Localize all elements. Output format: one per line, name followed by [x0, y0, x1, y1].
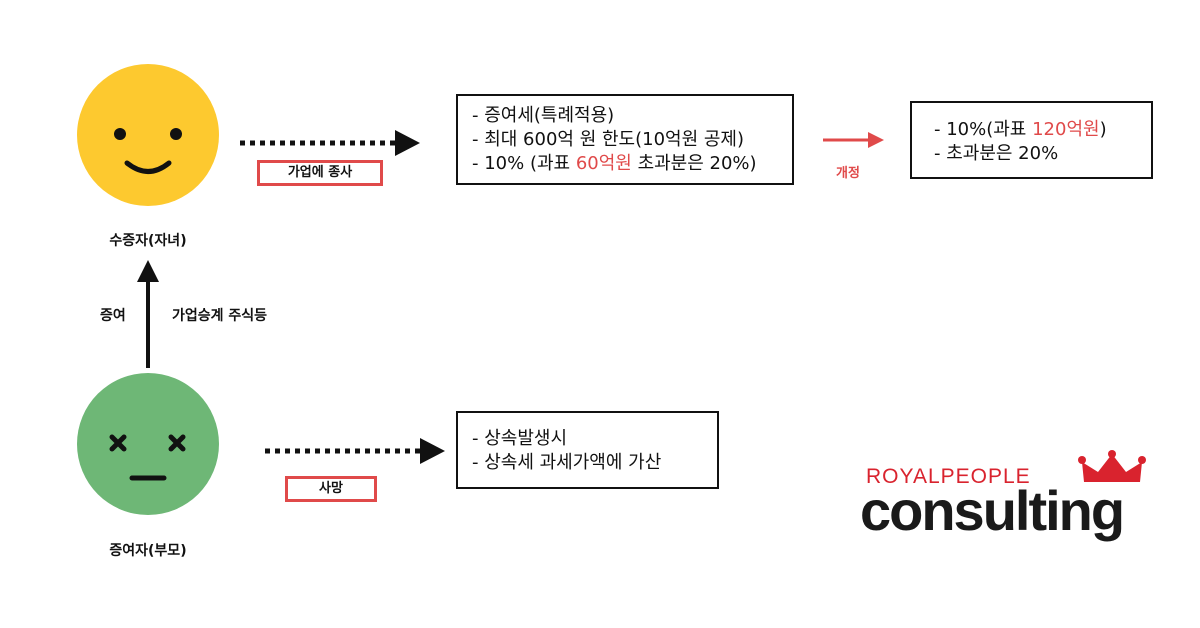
gift-tax-box: - 증여세(특례적용) - 최대 600억 원 한도(10억원 공제) - 10…	[456, 94, 794, 185]
inheritance-line-1: - 상속발생시	[472, 428, 568, 449]
left-eye	[114, 128, 126, 140]
inheritance-box: - 상속발생시 - 상속세 과세가액에 가산	[456, 411, 719, 489]
revised-threshold: 120억원	[1032, 119, 1100, 140]
gift-tax-line-3: - 10% (과표 60억원 초과분은 20%)	[472, 153, 757, 174]
gift-tax-line-2: - 최대 600억 원 한도(10억원 공제)	[472, 129, 745, 150]
gift-arrow-head	[137, 260, 159, 282]
revised-tax-box: - 10%(과표 120억원) - 초과분은 20%	[910, 101, 1153, 179]
recipient-caption: 수증자(자녀)	[109, 233, 187, 249]
gift-tax-threshold: 60억원	[575, 153, 632, 174]
dotted-arrow-recipient-head	[395, 130, 420, 156]
business-tag: 가업에 종사	[257, 160, 383, 186]
revised-line-2: - 초과분은 20%	[934, 143, 1059, 164]
recipient-face-icon	[77, 64, 219, 206]
revised-line-1: - 10%(과표 120억원)	[934, 119, 1107, 140]
crown-icon	[1078, 450, 1146, 482]
dotted-arrow-donor-head	[420, 438, 445, 464]
brand-main-text: consulting	[860, 479, 1125, 542]
dead-eyes-mouth	[109, 434, 186, 481]
right-eye	[170, 128, 182, 140]
revision-label: 개정	[836, 166, 860, 181]
brand-top-text: ROYALPEOPLE	[866, 465, 1031, 488]
gift-target-label: 가업승계 주식등	[172, 308, 268, 324]
smile-mouth	[124, 160, 172, 174]
revision-arrow-head	[868, 132, 884, 148]
gift-tax-line-1: - 증여세(특례적용)	[472, 105, 615, 126]
donor-caption: 증여자(부모)	[109, 543, 187, 559]
donor-face-icon	[77, 373, 219, 515]
death-tag: 사망	[285, 476, 377, 502]
gift-label: 증여	[100, 308, 126, 324]
inheritance-line-2: - 상속세 과세가액에 가산	[472, 452, 662, 473]
